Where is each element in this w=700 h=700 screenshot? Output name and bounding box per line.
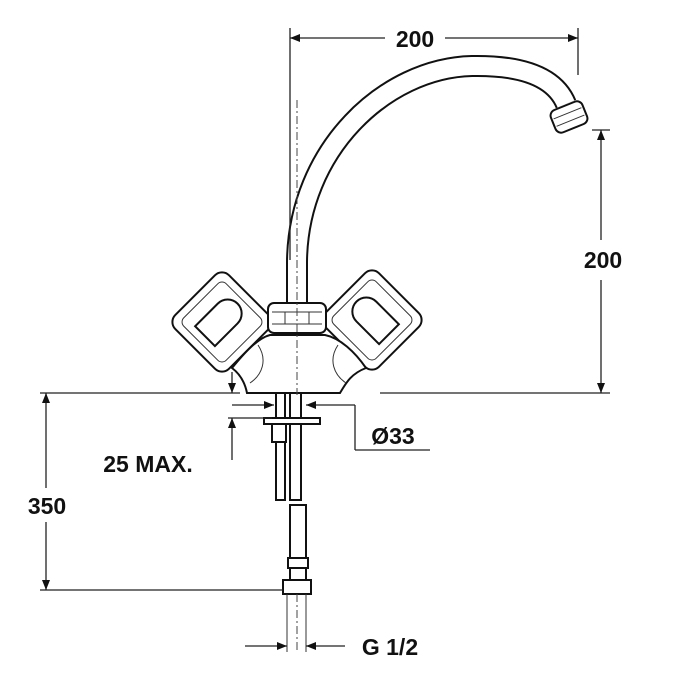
counter-thickness-label: 25 MAX. [103,451,192,477]
dimension-spout-height: 200 [380,129,622,394]
left-handle [171,271,273,373]
mounting-plate [263,417,321,425]
spout [286,54,589,305]
aerator-nozzle [549,100,589,134]
dimension-hole-diameter: Ø33 [232,401,430,451]
connection-thread-label: G 1/2 [362,634,418,660]
dimension-spout-reach: 200 [289,26,579,260]
hole-diameter-label: Ø33 [371,423,414,449]
hose-nut [282,579,312,595]
spout-height-label: 200 [584,247,622,273]
dimension-connection-thread: G 1/2 [245,634,418,660]
dimension-total-height: 350 [28,392,283,591]
spout-reach-label: 200 [396,26,434,52]
dimension-counter-thickness: 25 MAX. [103,372,272,477]
right-handle [321,269,423,371]
mixer-body [230,302,368,394]
total-height-label: 350 [28,493,66,519]
